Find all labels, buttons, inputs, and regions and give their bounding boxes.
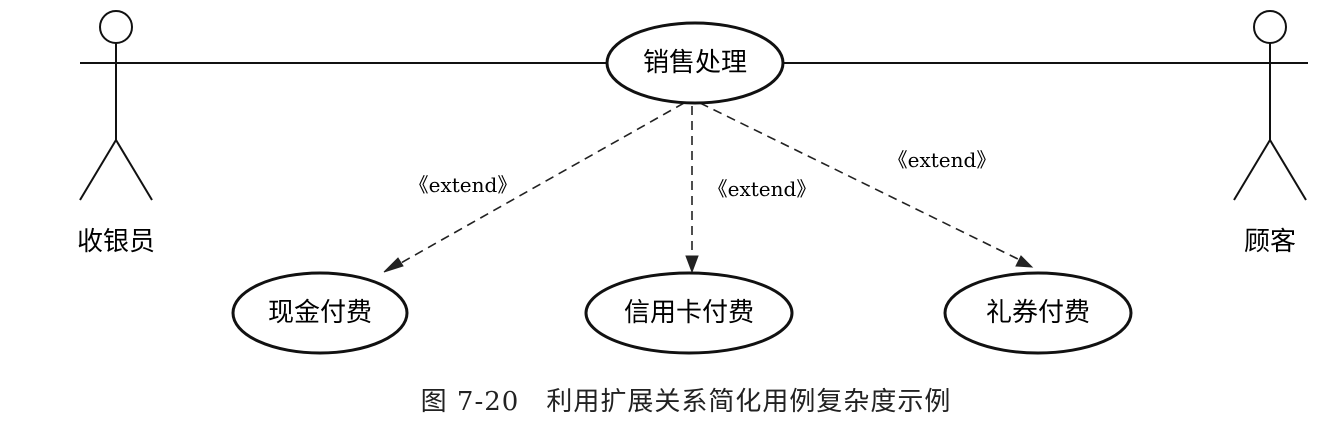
use-case-sales-processing: 销售处理 (605, 21, 785, 105)
arrowhead-icon (1015, 255, 1034, 268)
stick-figure-icon (79, 10, 153, 201)
use-case-cash-payment: 现金付费 (231, 271, 409, 355)
extend-label-middle: 《extend》 (708, 177, 817, 201)
cashier-actor: 收银员 (77, 10, 155, 257)
use-case-coupon-payment-label: 礼券付费 (986, 298, 1090, 328)
use-case-credit-card-payment-label: 信用卡付费 (624, 298, 754, 328)
arrowhead-icon (383, 257, 404, 273)
cashier-label: 收银员 (77, 227, 155, 257)
extend-dependency-middle: 《extend》 (685, 106, 817, 274)
extend-label-right: 《extend》 (888, 148, 997, 172)
arrowhead-icon (685, 255, 699, 274)
extend-label-left: 《extend》 (409, 173, 518, 197)
extend-dependency-left: 《extend》 (383, 102, 685, 273)
use-case-cash-payment-label: 现金付费 (268, 298, 372, 328)
use-case-coupon-payment: 礼券付费 (943, 271, 1133, 355)
stick-figure-icon (1233, 10, 1308, 201)
figure-caption: 图 7-20 利用扩展关系简化用例复杂度示例 (421, 387, 952, 417)
customer-actor: 顾客 (1233, 10, 1308, 257)
use-case-sales-processing-label: 销售处理 (643, 48, 747, 78)
use-case-credit-card-payment: 信用卡付费 (584, 271, 794, 355)
extend-dependency-right: 《extend》 (699, 102, 1034, 268)
customer-label: 顾客 (1244, 227, 1296, 257)
